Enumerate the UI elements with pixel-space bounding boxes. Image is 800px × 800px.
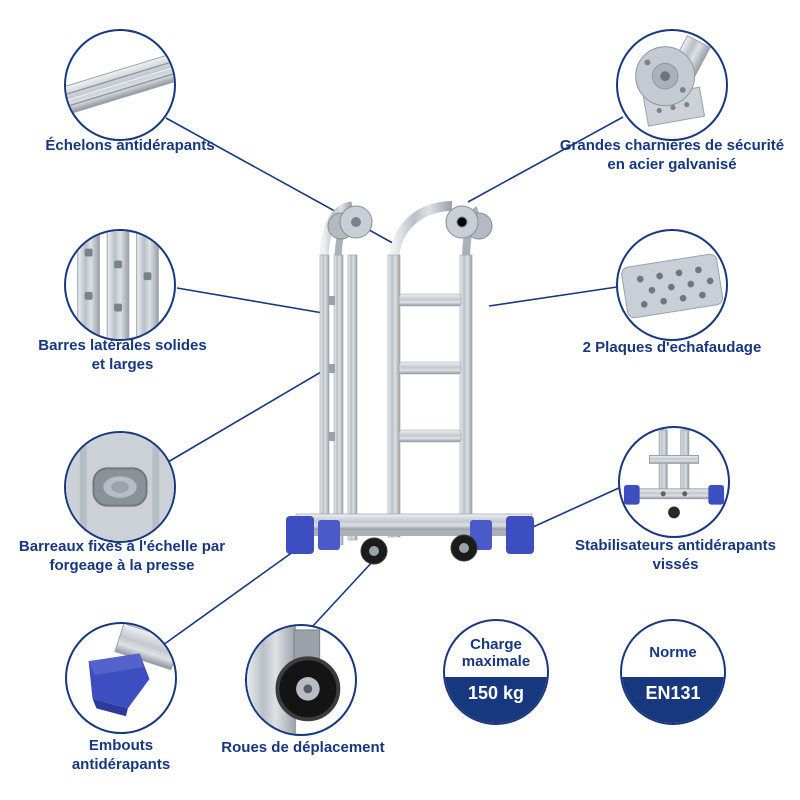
norm-badge-value: EN131 xyxy=(622,677,724,723)
forged-joint-closeup-circle xyxy=(64,431,176,543)
stabiliser-closeup-image xyxy=(623,429,725,519)
feature-label-rungs: Échelons antidérapants xyxy=(45,137,215,154)
hinge-closeup-circle xyxy=(616,29,728,141)
feature-label-end-caps: Embouts antidérapants xyxy=(71,737,171,773)
feature-label-stabilisers: Stabilisateurs antidérapants vissés xyxy=(575,537,776,573)
feature-label-wheels: Roues de déplacement xyxy=(221,739,385,756)
wheel-closeup-image xyxy=(247,626,341,734)
rung-closeup-image xyxy=(66,50,174,118)
platform-closeup-image xyxy=(621,253,724,319)
side-bars-closeup-image xyxy=(77,231,159,339)
platform-closeup-circle xyxy=(616,229,728,341)
feature-label-platforms: 2 Plaques d'echafaudage xyxy=(582,339,762,356)
hinge-closeup-image xyxy=(635,34,711,127)
feature-label-side-bars: Barres latérales solides et larges xyxy=(38,337,207,373)
wheel-closeup-circle xyxy=(245,624,357,736)
norm-badge: Norme EN131 xyxy=(620,619,726,725)
max-load-badge: Charge maximale 150 kg xyxy=(443,619,549,725)
forged-joint-closeup-image xyxy=(66,433,174,541)
max-load-badge-title: Charge maximale xyxy=(461,635,531,671)
rung-closeup-circle xyxy=(64,29,176,141)
feature-label-hinges: Grandes charnières de sécurité en acier … xyxy=(559,137,785,173)
feature-label-forged-rungs: Barreaux fixés à l'échelle par forgeage … xyxy=(18,538,226,574)
max-load-badge-value: 150 kg xyxy=(445,677,547,723)
side-bars-closeup-circle xyxy=(64,229,176,341)
norm-badge-title: Norme xyxy=(649,644,697,662)
end-cap-closeup-image xyxy=(88,624,175,717)
stabiliser-closeup-circle xyxy=(618,426,730,538)
end-cap-closeup-circle xyxy=(65,622,177,734)
